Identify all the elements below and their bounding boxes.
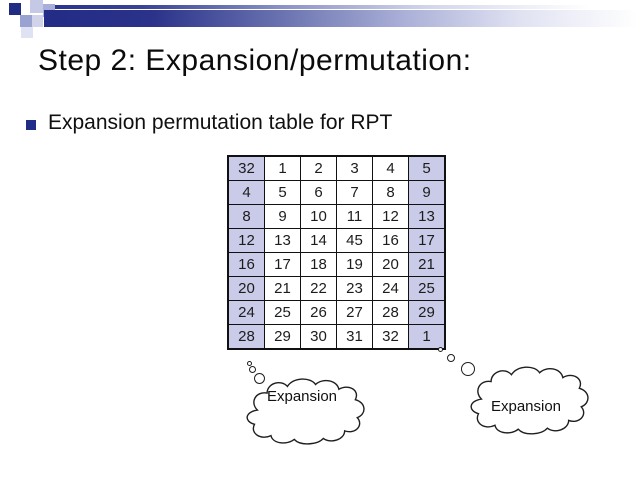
table-cell: 25 xyxy=(264,300,301,325)
table-cell: 4 xyxy=(372,155,409,181)
thought-trail-circle xyxy=(438,347,443,352)
table-cell: 45 xyxy=(336,228,373,253)
slide-title: Step 2: Expansion/permutation: xyxy=(38,44,472,77)
table-cell: 6 xyxy=(300,180,337,205)
table-cell: 16 xyxy=(372,228,409,253)
deco-pixel-square-icon xyxy=(9,3,21,15)
table-cell: 9 xyxy=(408,180,446,205)
table-cell: 28 xyxy=(372,300,409,325)
table-cell: 11 xyxy=(336,204,373,229)
thought-cloud-left: Expansion xyxy=(238,376,366,446)
thought-trail-circle xyxy=(447,354,455,362)
table-row: 24 25 26 27 28 29 xyxy=(227,300,446,325)
table-cell: 1 xyxy=(408,324,446,350)
table-cell: 4 xyxy=(227,180,265,205)
table-row: 16 17 18 19 20 21 xyxy=(227,252,446,277)
thought-trail-circle xyxy=(254,373,265,384)
thought-cloud-right: Expansion xyxy=(462,364,590,436)
table-cell: 25 xyxy=(408,276,446,301)
table-row: 28 29 30 31 32 1 xyxy=(227,324,446,350)
header-gradient-bar-thin xyxy=(55,5,638,9)
table-row: 20 21 22 23 24 25 xyxy=(227,276,446,301)
table-cell: 29 xyxy=(408,300,446,325)
bullet-text: Expansion permutation table for RPT xyxy=(48,111,393,134)
cloud-shape-icon xyxy=(462,364,590,436)
table-cell: 2 xyxy=(300,155,337,181)
table-cell: 24 xyxy=(372,276,409,301)
table-row: 8 9 10 11 12 13 xyxy=(227,204,446,229)
table-cell: 10 xyxy=(300,204,337,229)
thought-trail-circle xyxy=(249,366,256,373)
table-row: 4 5 6 7 8 9 xyxy=(227,180,446,205)
table-cell: 21 xyxy=(408,252,446,277)
table-cell: 12 xyxy=(372,204,409,229)
table-cell: 7 xyxy=(336,180,373,205)
table-cell: 3 xyxy=(336,155,373,181)
table-cell: 13 xyxy=(264,228,301,253)
table-cell: 20 xyxy=(372,252,409,277)
table-cell: 19 xyxy=(336,252,373,277)
table-cell: 17 xyxy=(408,228,446,253)
bullet-item: Expansion permutation table for RPT xyxy=(26,111,392,135)
header-gradient-bar-thick xyxy=(44,10,638,27)
table-row: 32 1 2 3 4 5 xyxy=(227,155,446,181)
cloud-label: Expansion xyxy=(266,388,338,405)
table-cell: 13 xyxy=(408,204,446,229)
table-cell: 1 xyxy=(264,155,301,181)
deco-pixel-square-icon xyxy=(20,15,32,27)
bullet-square-icon xyxy=(26,120,36,130)
table-cell: 18 xyxy=(300,252,337,277)
table-cell: 23 xyxy=(336,276,373,301)
table-cell: 12 xyxy=(227,228,265,253)
table-cell: 8 xyxy=(372,180,409,205)
expansion-permutation-table: 32 1 2 3 4 5 4 5 6 7 8 9 8 9 10 11 12 13… xyxy=(227,155,446,350)
deco-pixel-square-icon xyxy=(21,27,33,38)
cloud-label: Expansion xyxy=(490,398,562,415)
thought-trail-circle xyxy=(247,361,252,366)
table-cell: 31 xyxy=(336,324,373,350)
table-cell: 16 xyxy=(227,252,265,277)
table-cell: 8 xyxy=(227,204,265,229)
table-cell: 26 xyxy=(300,300,337,325)
deco-pixel-square-icon xyxy=(30,0,43,13)
thought-trail-circle xyxy=(461,362,475,376)
table-cell: 22 xyxy=(300,276,337,301)
table-cell: 32 xyxy=(372,324,409,350)
table-cell: 21 xyxy=(264,276,301,301)
table-cell: 14 xyxy=(300,228,337,253)
table-cell: 20 xyxy=(227,276,265,301)
table-cell: 17 xyxy=(264,252,301,277)
table-row: 12 13 14 45 16 17 xyxy=(227,228,446,253)
table-cell: 32 xyxy=(227,155,265,181)
table-cell: 9 xyxy=(264,204,301,229)
cloud-shape-icon xyxy=(238,376,366,446)
table-cell: 5 xyxy=(264,180,301,205)
table-cell: 29 xyxy=(264,324,301,350)
table-cell: 24 xyxy=(227,300,265,325)
table-cell: 5 xyxy=(408,155,446,181)
deco-pixel-square-icon xyxy=(32,15,43,27)
table-cell: 28 xyxy=(227,324,265,350)
table-cell: 30 xyxy=(300,324,337,350)
table-cell: 27 xyxy=(336,300,373,325)
